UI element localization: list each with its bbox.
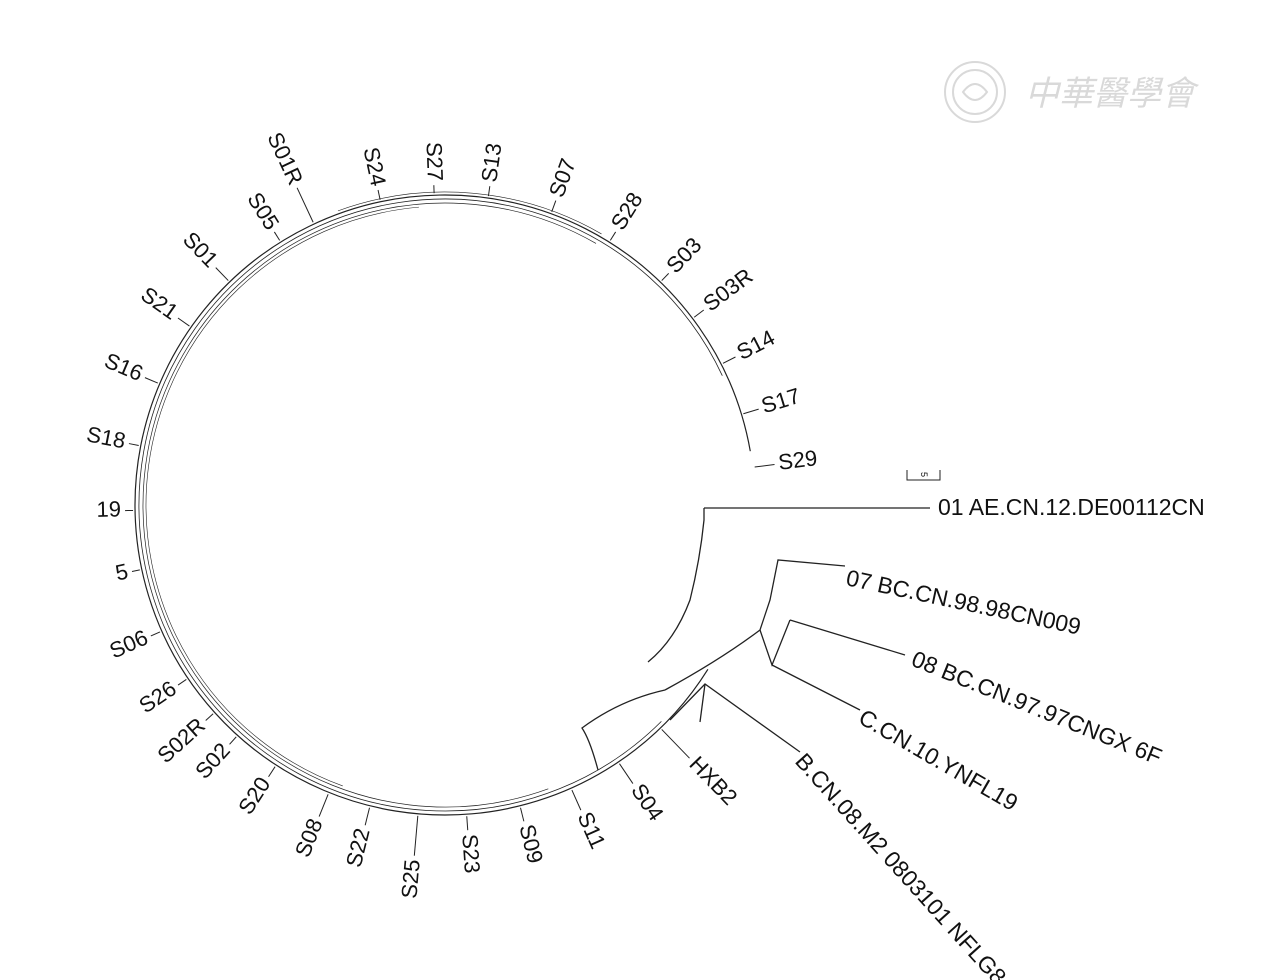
leaf-connector — [519, 807, 525, 822]
leaf-label-s17: S17 — [758, 383, 803, 418]
clade-arc — [134, 194, 751, 816]
leaf-label-s07: S07 — [544, 155, 581, 200]
leaf-connector — [229, 736, 237, 745]
leaf-label-hxb2: HXB2 — [685, 751, 743, 810]
society-seal-icon — [944, 61, 1006, 123]
leaf-connector — [609, 231, 617, 241]
leaf-label-s28: S28 — [606, 188, 648, 234]
leaf-connector — [273, 231, 281, 241]
leaf-label-s29: S29 — [777, 445, 819, 475]
reference-labels: 01 AE.CN.12.DE00112CN 07 BC.CN.98.98CN00… — [790, 494, 1204, 980]
leaf-connector — [551, 200, 557, 212]
leaf-label-s24: S24 — [359, 145, 392, 188]
leaf-connector — [754, 464, 775, 468]
leaf-connector — [205, 713, 214, 721]
leaf-label-5: 5 — [113, 558, 130, 585]
leaf-label-s22: S22 — [341, 826, 375, 870]
leaf-connector — [296, 187, 314, 223]
leaf-label-s04: S04 — [626, 779, 669, 825]
leaf-connector — [364, 807, 371, 826]
leaf-connector — [693, 309, 705, 318]
leaf-label-s16: S16 — [101, 348, 147, 386]
leaf-connector — [661, 729, 690, 759]
leaf-label-s01: S01 — [178, 227, 223, 273]
leaf-connector — [177, 679, 187, 686]
leaf-label-s23: S23 — [457, 833, 485, 874]
clade-arc — [145, 206, 419, 787]
leaf-connector — [131, 569, 140, 573]
leaf-connector — [318, 794, 329, 817]
leaf-connector — [215, 267, 229, 281]
leaf-label-s13: S13 — [476, 141, 506, 183]
leaf-connector — [619, 763, 634, 784]
watermark-text: 中華醫學會 — [1025, 74, 1200, 114]
leaf-connector — [150, 631, 161, 637]
leaf-label-s09: S09 — [514, 822, 548, 866]
reference-branches — [581, 507, 930, 771]
leaf-label-s21: S21 — [136, 282, 182, 325]
leaf-label-s02: S02 — [190, 738, 235, 784]
leaf-label-s26: S26 — [134, 676, 180, 719]
leaf-label-s20: S20 — [233, 772, 275, 818]
leaf-connector — [571, 789, 582, 811]
clade-arc — [337, 191, 602, 235]
ref-label-c: C.CN.10.YNFL19 — [855, 704, 1023, 816]
leaf-label-s03r: S03R — [698, 263, 757, 316]
leaf-connector — [743, 408, 759, 415]
leaf-connector — [177, 317, 190, 327]
leaf-connector — [466, 816, 469, 831]
leaf-label-s25: S25 — [396, 858, 424, 899]
leaf-connector — [722, 356, 736, 364]
leaf-connector — [144, 377, 158, 384]
leaf-connector — [128, 443, 139, 446]
leaf-connector — [268, 766, 276, 778]
leaf-label-s18: S18 — [84, 421, 127, 453]
leaf-connectors — [125, 185, 775, 856]
leaf-label-s11: S11 — [573, 808, 611, 852]
leaf-connector — [487, 186, 491, 197]
ref-label-bc07: 07 BC.CN.98.98CN009 — [844, 564, 1083, 639]
leaf-connector — [661, 273, 670, 281]
leaf-label-s05: S05 — [242, 188, 284, 234]
leaf-label-s08: S08 — [290, 815, 328, 861]
scale-bar: 5 — [906, 470, 941, 481]
leaf-connector — [377, 189, 381, 200]
leaf-connector — [413, 815, 419, 856]
watermark: 中華醫學會 — [944, 61, 1200, 123]
clade-arc — [142, 202, 597, 808]
leaf-label-s14: S14 — [733, 325, 779, 365]
scale-bar-label: 5 — [919, 472, 929, 477]
ref-label-ae: 01 AE.CN.12.DE00112CN — [938, 494, 1205, 520]
leaf-label-s03: S03 — [661, 232, 706, 278]
leaf-label-s01r: S01R — [262, 128, 308, 188]
leaf-label-s27: S27 — [422, 142, 448, 182]
leaf-label-19: 19 — [96, 496, 121, 521]
sample-clade-ring — [134, 191, 751, 816]
clade-arc — [138, 198, 723, 812]
leaf-label-s06: S06 — [106, 625, 152, 664]
